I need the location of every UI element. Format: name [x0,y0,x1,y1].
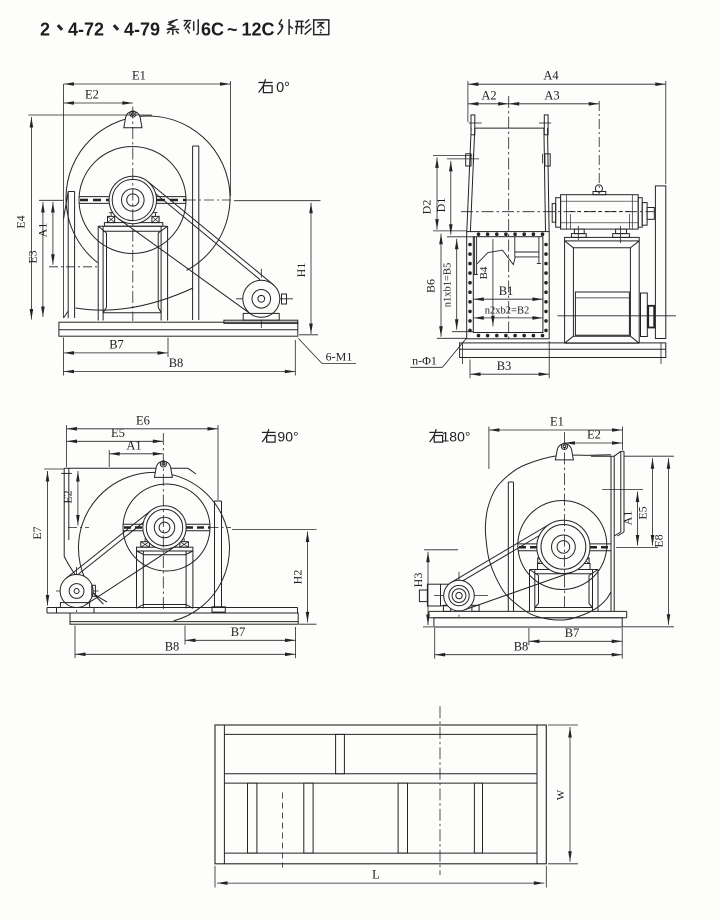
svg-text:D1: D1 [434,198,448,213]
svg-text:A2: A2 [481,88,496,102]
svg-text:6C: 6C [201,20,224,40]
svg-text:L: L [372,868,380,882]
svg-text:H1: H1 [294,263,308,278]
svg-text:B7: B7 [231,625,246,639]
svg-text:A3: A3 [544,88,559,102]
svg-text:H3: H3 [411,573,425,588]
svg-text:B7: B7 [109,338,124,352]
svg-text:2: 2 [40,20,50,40]
svg-text:E6: E6 [136,413,150,427]
svg-text:E2: E2 [85,88,99,102]
svg-text:B3: B3 [497,359,512,373]
svg-text:E4: E4 [14,215,28,228]
svg-text:B7: B7 [565,626,580,640]
svg-text:4-79: 4-79 [124,20,160,40]
svg-text:A1: A1 [126,439,141,453]
svg-text:n1xb1=B5: n1xb1=B5 [443,263,454,307]
svg-text:B8: B8 [169,356,184,370]
svg-text:E7: E7 [30,526,44,539]
svg-text:180°: 180° [442,429,471,445]
svg-text:6-M1: 6-M1 [326,350,353,364]
svg-text:E5: E5 [111,426,125,440]
svg-text:E2: E2 [61,490,75,503]
svg-text:12C: 12C [242,20,275,40]
svg-text:n-Φ1: n-Φ1 [412,354,437,368]
svg-text:B8: B8 [165,639,180,653]
svg-text:A4: A4 [543,69,559,83]
svg-text:4-72: 4-72 [68,20,104,40]
svg-text:B4: B4 [478,266,490,279]
svg-text:W: W [555,789,567,800]
svg-text:0°: 0° [276,80,290,96]
svg-text:E1: E1 [132,69,146,83]
svg-text:E3: E3 [25,250,39,263]
svg-text:E2: E2 [587,428,601,442]
svg-text:B8: B8 [514,640,529,654]
svg-text:90°: 90° [277,429,298,445]
svg-text:B1: B1 [499,284,514,298]
svg-text:E5: E5 [636,506,650,519]
svg-text:n2xb2=B2: n2xb2=B2 [485,306,529,317]
svg-text:E8: E8 [652,534,666,547]
svg-text:B6: B6 [424,279,438,293]
svg-text:~: ~ [227,20,238,40]
svg-text:A1: A1 [36,223,50,238]
svg-text:D2: D2 [420,200,434,215]
svg-text:A1: A1 [620,511,634,526]
svg-text:H2: H2 [291,570,305,585]
svg-text:E1: E1 [550,415,564,429]
